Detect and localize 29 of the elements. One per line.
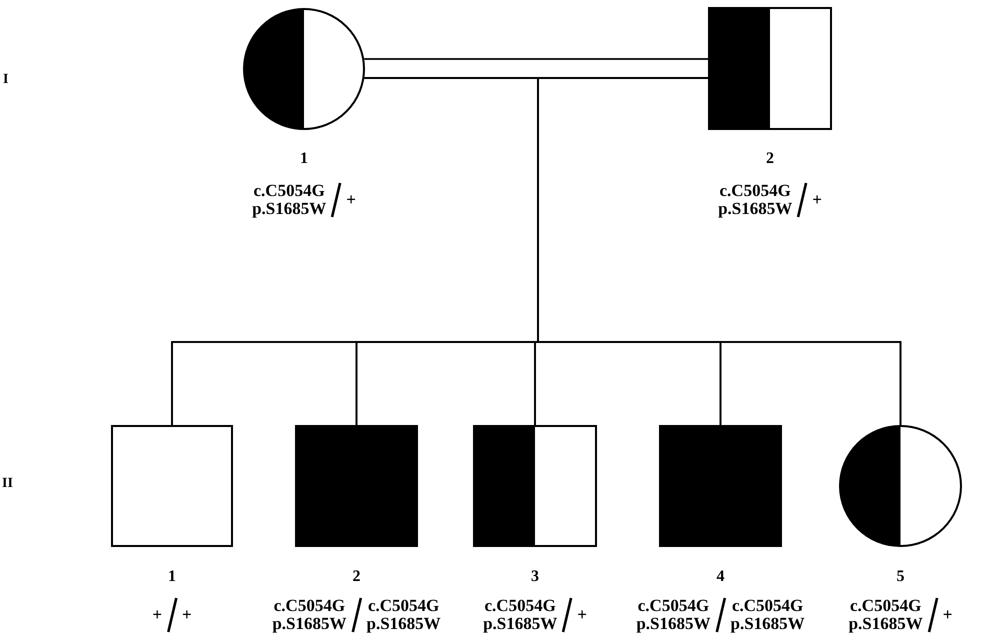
individual-number: 2 [352, 568, 360, 586]
allele-label: c.C5054G p.S1685W [636, 597, 710, 633]
allele-label: c.C5054G p.S1685W [252, 182, 326, 218]
allele-label: + [577, 606, 587, 624]
unshaded-male-symbol [111, 425, 233, 547]
allele-label: + [182, 606, 192, 624]
allele-label: + [152, 606, 162, 624]
allele-label: + [942, 606, 952, 624]
individual-number: 5 [896, 568, 904, 586]
allele-label: c.C5054G p.S1685W [483, 597, 558, 633]
individual-number: 3 [531, 568, 539, 586]
allele-label: c.C5054G p.S1685W [848, 597, 923, 633]
allele-label: c.C5054G p.S1685W [366, 597, 441, 633]
individual-number: 2 [766, 150, 774, 168]
allele-label: c.C5054G p.S1685W [718, 182, 792, 218]
individual-number: 4 [716, 568, 724, 586]
generation-label: II [2, 476, 13, 492]
individual-number: 1 [168, 568, 176, 586]
shaded-male-symbol [295, 425, 418, 547]
individual-number: 1 [300, 150, 308, 168]
allele-label: c.C5054G p.S1685W [272, 597, 346, 633]
allele-label: c.C5054G p.S1685W [730, 597, 805, 633]
half-shaded-male-symbol [473, 425, 597, 547]
descent-line [537, 77, 902, 425]
generation-label: I [3, 72, 8, 88]
half-shaded-male-symbol [708, 7, 832, 130]
allele-label: + [346, 191, 356, 209]
shaded-male-symbol [659, 425, 782, 547]
allele-label: + [812, 191, 822, 209]
